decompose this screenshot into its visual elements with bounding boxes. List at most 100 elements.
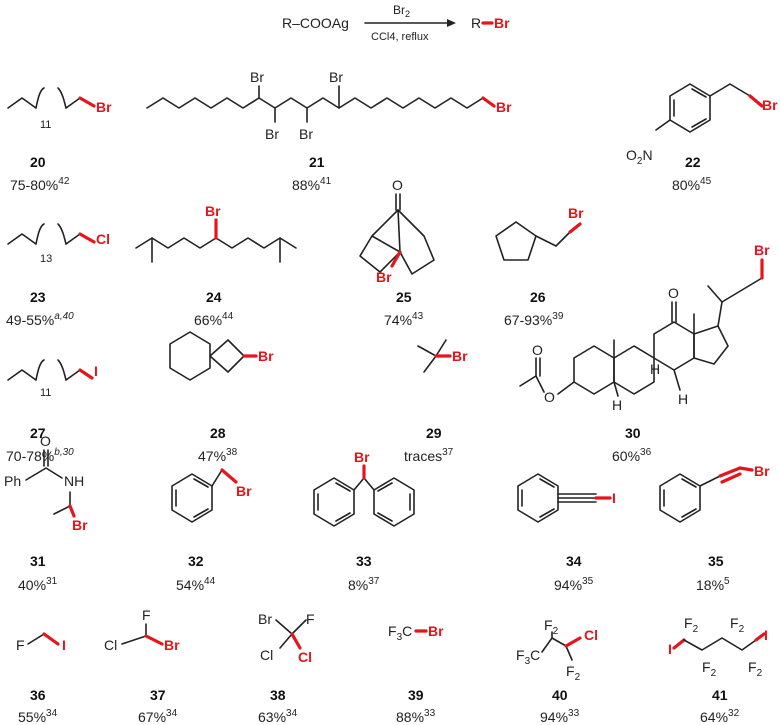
conditions-label: CCl4, reflux — [371, 31, 429, 43]
compound-number-22: 22 — [685, 154, 701, 170]
structure-32: Br — [171, 468, 252, 523]
atom-br-21d: Br — [329, 69, 343, 85]
halogen-41a: I — [668, 641, 672, 657]
compound-number-29: 29 — [426, 425, 442, 441]
fluorine-36: F — [16, 637, 25, 653]
oxygen-30b: O — [544, 389, 555, 405]
structure-31: O Ph NH Br — [4, 433, 88, 533]
structure-23: Cl 13 — [7, 223, 110, 265]
reagent-label: Br2 — [393, 3, 410, 19]
halogen-25: Br — [376, 269, 392, 285]
chlorine-37: Cl — [104, 637, 117, 653]
compound-number-32: 32 — [188, 553, 204, 569]
structure-27: I 11 — [7, 359, 98, 399]
compound-number-23: 23 — [30, 289, 46, 305]
compound-number-28: 28 — [210, 425, 226, 441]
reaction-header: R–COOAg Br2 CCl4, reflux R Br — [282, 3, 510, 43]
f3c-40: F3C — [516, 647, 540, 667]
halogen-21: Br — [496, 99, 512, 115]
phenyl-31: Ph — [4, 473, 21, 489]
compound-number-21: 21 — [309, 154, 325, 170]
compound-yield-22: 80%45 — [672, 176, 712, 193]
compound-yield-21: 88%41 — [292, 176, 332, 193]
compound-yield-37: 67%34 — [138, 708, 178, 725]
oxygen-25: O — [392, 177, 403, 193]
nitro-group: O2N — [626, 147, 653, 167]
halogen-26: Br — [568, 205, 584, 221]
compound-number-25: 25 — [396, 289, 412, 305]
compound-yield-34: 94%35 — [554, 576, 594, 593]
structure-37: F Cl Br — [104, 607, 180, 653]
cf2-41d: F2 — [748, 659, 763, 679]
compound-yield-35: 18%5 — [696, 576, 730, 593]
compound-yield-25: 74%43 — [384, 311, 424, 328]
compound-number-24: 24 — [206, 289, 222, 305]
structure-20: Br 11 — [7, 87, 112, 131]
compound-yield-40: 94%33 — [540, 708, 580, 725]
count-label-23: 13 — [40, 253, 52, 265]
fluorine-38: F — [306, 611, 315, 627]
halogen-29: Br — [452, 348, 468, 364]
fluorine-37: F — [142, 607, 151, 623]
compound-number-33: 33 — [356, 553, 372, 569]
halogen-38: Cl — [298, 649, 312, 665]
compound-number-40: 40 — [552, 687, 568, 703]
halogen-23: Cl — [96, 231, 110, 247]
compound-number-31: 31 — [30, 553, 46, 569]
halogen-36: I — [62, 637, 66, 653]
structure-35: Br — [659, 463, 770, 523]
compound-number-35: 35 — [708, 553, 724, 569]
compound-yield-29: traces37 — [404, 447, 454, 464]
compound-yield-33: 8%37 — [348, 576, 380, 593]
chlorine-38: Cl — [260, 647, 273, 663]
h-30a: H — [612, 397, 622, 413]
reactant-label: R–COOAg — [282, 15, 349, 31]
structure-28: Br — [169, 331, 274, 381]
compound-yield-30: 60%36 — [612, 447, 652, 464]
compound-yield-26: 67-93%39 — [504, 311, 564, 328]
compound-number-37: 37 — [150, 687, 166, 703]
f3c-39: F3C — [388, 623, 412, 643]
compound-yield-23: 49-55%a,40 — [6, 311, 74, 328]
oxygen-31: O — [40, 433, 51, 449]
product-halogen: Br — [494, 15, 510, 31]
compound-number-36: 36 — [30, 687, 46, 703]
atom-br-21c: Br — [299, 126, 313, 142]
halogen-34: I — [612, 490, 616, 506]
halogen-27: I — [94, 363, 98, 379]
structure-34: I — [517, 473, 616, 523]
compound-number-26: 26 — [530, 289, 546, 305]
cf2-41c: F2 — [730, 615, 745, 635]
structure-39: F3C Br — [388, 623, 444, 643]
nh-31: NH — [64, 473, 84, 489]
structure-38: Br F Cl Cl — [258, 611, 315, 665]
cf2-41a: F2 — [684, 615, 699, 635]
halogen-33: Br — [354, 449, 370, 465]
compound-yield-20: 75-80%42 — [10, 176, 70, 193]
compound-number-20: 20 — [30, 154, 46, 170]
structure-21: Br Br Br Br Br — [146, 69, 512, 142]
compound-number-34: 34 — [566, 553, 582, 569]
halogen-20: Br — [96, 99, 112, 115]
structure-33: Br — [313, 449, 415, 527]
compound-number-30: 30 — [625, 425, 641, 441]
compound-number-41: 41 — [712, 687, 728, 703]
h-30b: H — [650, 361, 660, 377]
compound-yield-27: 70-78%b,30 — [6, 447, 74, 464]
structure-22: Br O2N — [626, 83, 778, 167]
compound-number-27: 27 — [30, 425, 46, 441]
structure-40: F3C F2 F2 Cl — [516, 617, 598, 683]
halogen-30: Br — [754, 242, 770, 258]
structure-29: Br — [417, 339, 468, 373]
compound-yield-28: 47%38 — [198, 447, 238, 464]
compound-yield-41: 64%32 — [700, 708, 740, 725]
atom-br-21a: Br — [250, 69, 264, 85]
product-prefix: R — [471, 15, 481, 31]
oxygen-30: O — [668, 285, 679, 301]
compound-number-39: 39 — [408, 687, 424, 703]
structure-25: O Br — [359, 177, 435, 285]
atom-br-21b: Br — [265, 126, 279, 142]
halogen-41b: I — [764, 627, 768, 643]
halogen-31: Br — [72, 517, 88, 533]
